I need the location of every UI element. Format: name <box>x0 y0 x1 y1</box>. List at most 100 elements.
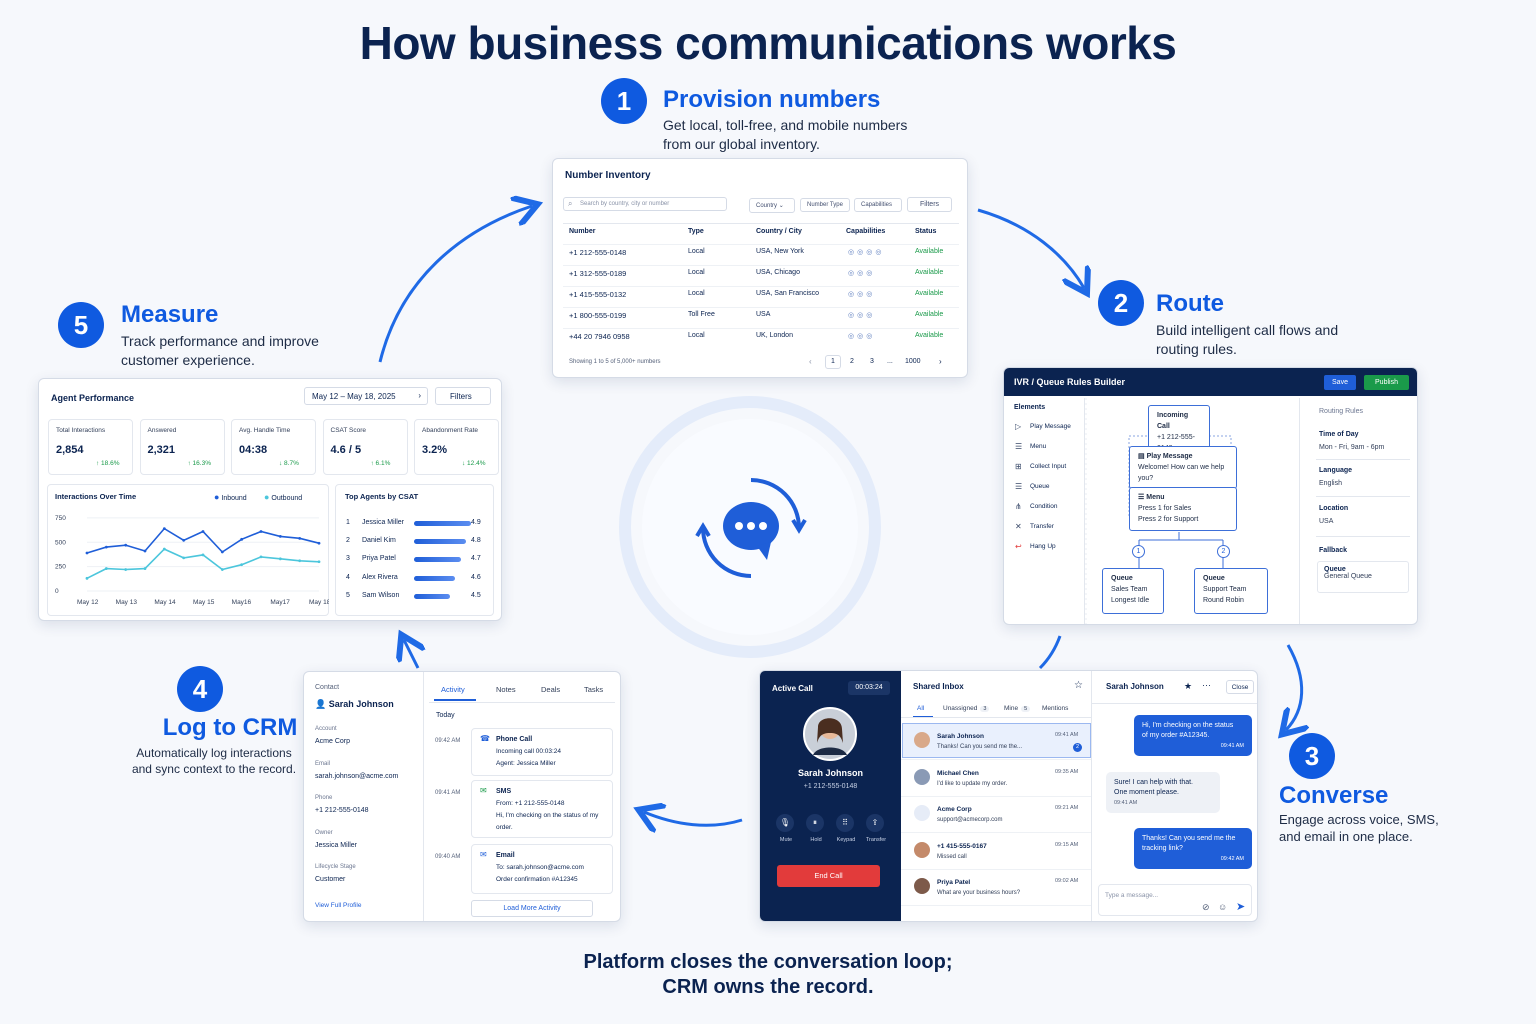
capability-icons: ◎◎◎◎ <box>848 249 885 256</box>
country-filter[interactable]: Country ⌄ <box>749 198 795 213</box>
chat-message-input[interactable]: Type a message... <box>1098 884 1252 916</box>
element-item[interactable]: Menu <box>1030 443 1047 450</box>
kpi-delta: ↓ 8.7% <box>279 460 299 467</box>
element-item[interactable]: Hang Up <box>1030 543 1056 550</box>
inventory-number[interactable]: +1 212-555-0148 <box>569 248 627 257</box>
capabilities-filter[interactable]: Capabilities <box>854 198 902 212</box>
step-1-title: Provision numbers <box>663 86 881 113</box>
activity-card[interactable] <box>471 728 613 776</box>
page-2[interactable]: 2 <box>850 358 854 365</box>
close-chat-button[interactable]: Close <box>1226 680 1254 694</box>
prev-page-icon[interactable]: ‹ <box>809 357 812 366</box>
location-value[interactable]: USA <box>1319 518 1334 525</box>
capability-icons: ◎◎◎ <box>848 312 876 319</box>
element-item[interactable]: Collect Input <box>1030 463 1067 470</box>
inbox-divider <box>901 759 1091 760</box>
emoji-icon[interactable]: ☺ <box>1218 902 1228 912</box>
data-point <box>298 536 302 540</box>
hangup-icon: ↩ <box>1015 542 1022 551</box>
language-value[interactable]: English <box>1319 480 1342 487</box>
step-4-title: Log to CRM <box>162 714 298 741</box>
kpi-label: Avg. Handle Time <box>239 427 291 434</box>
inbox-tab[interactable]: Mentions <box>1042 705 1069 712</box>
branch-2-badge: 2 <box>1217 545 1230 558</box>
hold-icon[interactable]: ⏸ <box>806 814 824 832</box>
conversation-name[interactable]: Michael Chen <box>937 769 979 777</box>
load-more-button[interactable]: Load More Activity <box>471 900 593 917</box>
inventory-status: Available <box>915 290 944 297</box>
agent-score-bar <box>414 557 461 563</box>
mute-icon[interactable]: 🎙 <box>776 814 794 832</box>
agent-name: Priya Patel <box>362 555 396 563</box>
email-icon: ✉ <box>480 850 487 859</box>
page-ellipsis: ... <box>887 358 893 365</box>
data-point <box>124 543 128 547</box>
inventory-location: USA, Chicago <box>756 269 800 276</box>
inbox-tab[interactable]: All <box>917 705 925 712</box>
fallback-queue-box[interactable]: Queue General Queue <box>1317 561 1409 593</box>
element-item[interactable]: Play Message <box>1030 423 1071 430</box>
perf-filters-button[interactable]: Filters <box>435 387 491 405</box>
data-point <box>162 527 166 530</box>
publish-button[interactable]: Publish <box>1364 375 1409 390</box>
end-call-button[interactable]: End Call <box>777 865 880 887</box>
inventory-number[interactable]: +44 20 7946 0958 <box>569 332 630 341</box>
series-line-outbound <box>86 548 320 580</box>
active-tab-indicator <box>434 699 476 701</box>
inventory-status: Available <box>915 269 944 276</box>
attach-icon[interactable]: ⊘ <box>1202 902 1210 912</box>
crm-tab-deals[interactable]: Deals <box>541 685 561 694</box>
inventory-number[interactable]: +1 415-555-0132 <box>569 290 627 299</box>
crm-tab-notes[interactable]: Notes <box>496 685 516 694</box>
time-of-day-value[interactable]: Mon - Fri, 9am - 6pm <box>1319 444 1385 451</box>
data-point <box>317 560 321 564</box>
x-tick-label: May 13 <box>116 599 138 606</box>
next-page-icon[interactable]: › <box>939 357 942 366</box>
star-icon[interactable]: ☆ <box>1074 680 1083 691</box>
inventory-location: UK, London <box>756 332 793 339</box>
conversation-name[interactable]: +1 415-555-0167 <box>937 842 987 850</box>
activity-card[interactable] <box>471 780 613 838</box>
x-tick-label: May 15 <box>193 599 215 606</box>
crm-tab-activity[interactable]: Activity <box>441 685 465 694</box>
number-type-filter[interactable]: Number Type <box>800 198 850 212</box>
location-label: Location <box>1319 505 1349 512</box>
inventory-search-input[interactable]: ⌕ Search by country, city or number <box>563 197 727 211</box>
send-icon[interactable]: ➤ <box>1236 901 1246 913</box>
save-button[interactable]: Save <box>1324 375 1356 390</box>
element-item[interactable]: Condition <box>1030 503 1058 510</box>
star-filled-icon[interactable]: ★ <box>1184 681 1193 691</box>
data-point <box>162 547 166 551</box>
step-4-number: 4 <box>177 666 223 712</box>
page-1[interactable]: 1 <box>825 355 841 369</box>
conversation-time: 09:35 AM <box>1055 768 1079 775</box>
filters-button[interactable]: Filters <box>907 197 952 212</box>
view-full-profile-link[interactable]: View Full Profile <box>315 902 362 909</box>
conversation-name[interactable]: Priya Patel <box>937 879 971 886</box>
crm-field-value: Jessica Miller <box>315 841 358 849</box>
activity-card[interactable] <box>471 844 613 894</box>
conversation-name[interactable]: Acme Corp <box>937 806 972 813</box>
crm-tab-tasks[interactable]: Tasks <box>584 685 604 694</box>
inventory-number[interactable]: +1 800-555-0199 <box>569 311 627 320</box>
search-icon: ⌕ <box>568 199 573 208</box>
inventory-number[interactable]: +1 312-555-0189 <box>569 269 627 278</box>
element-item[interactable]: Transfer <box>1030 523 1054 530</box>
page-last[interactable]: 1000 <box>905 358 921 365</box>
date-range-picker[interactable]: May 12 – May 18, 2025› <box>304 387 428 405</box>
conversation-name[interactable]: Sarah Johnson <box>937 733 984 740</box>
more-icon[interactable]: ··· <box>1202 680 1211 690</box>
x-tick-label: May 18 <box>309 599 329 606</box>
page-3[interactable]: 3 <box>870 358 874 365</box>
transfer-icon[interactable]: ⇪ <box>866 814 884 832</box>
element-item[interactable]: Queue <box>1030 483 1050 490</box>
condition-icon: ⋔ <box>1015 502 1022 511</box>
keypad-icon[interactable]: ⠿ <box>836 814 854 832</box>
